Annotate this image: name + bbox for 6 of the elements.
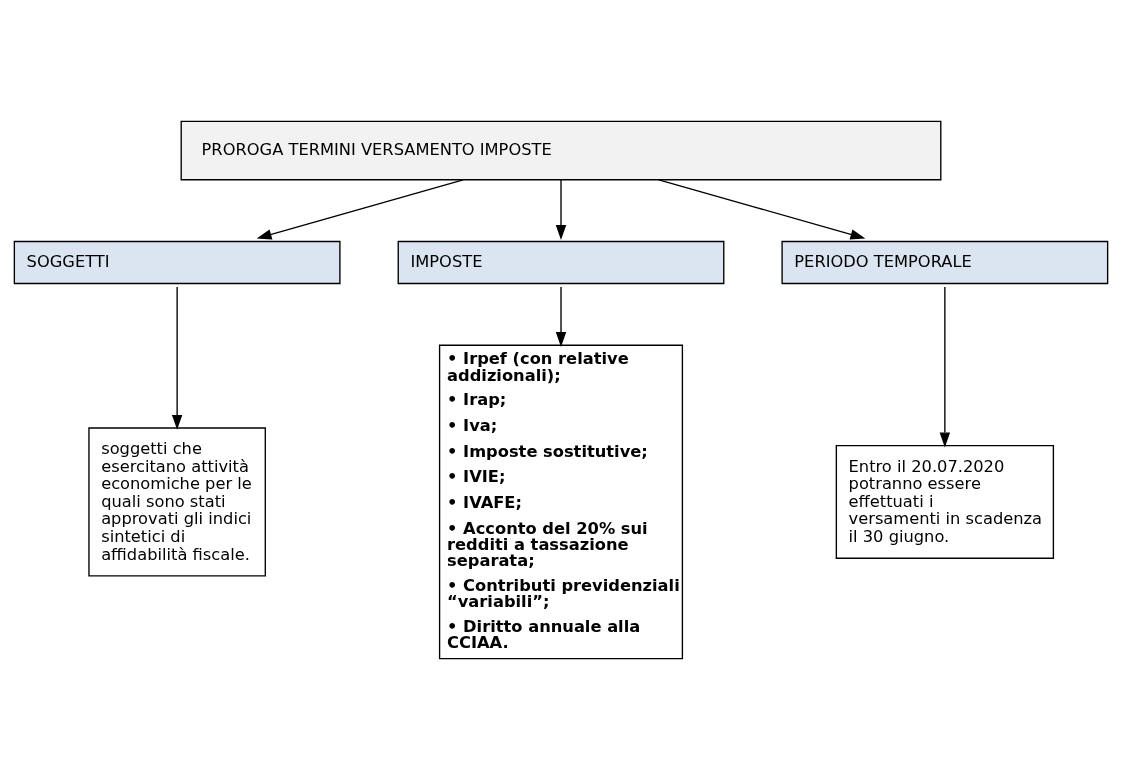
arrow <box>555 178 567 240</box>
arrow <box>658 178 866 239</box>
arrow <box>171 285 183 430</box>
arrow <box>256 178 464 239</box>
arrow <box>939 285 951 447</box>
arrow <box>555 285 567 347</box>
